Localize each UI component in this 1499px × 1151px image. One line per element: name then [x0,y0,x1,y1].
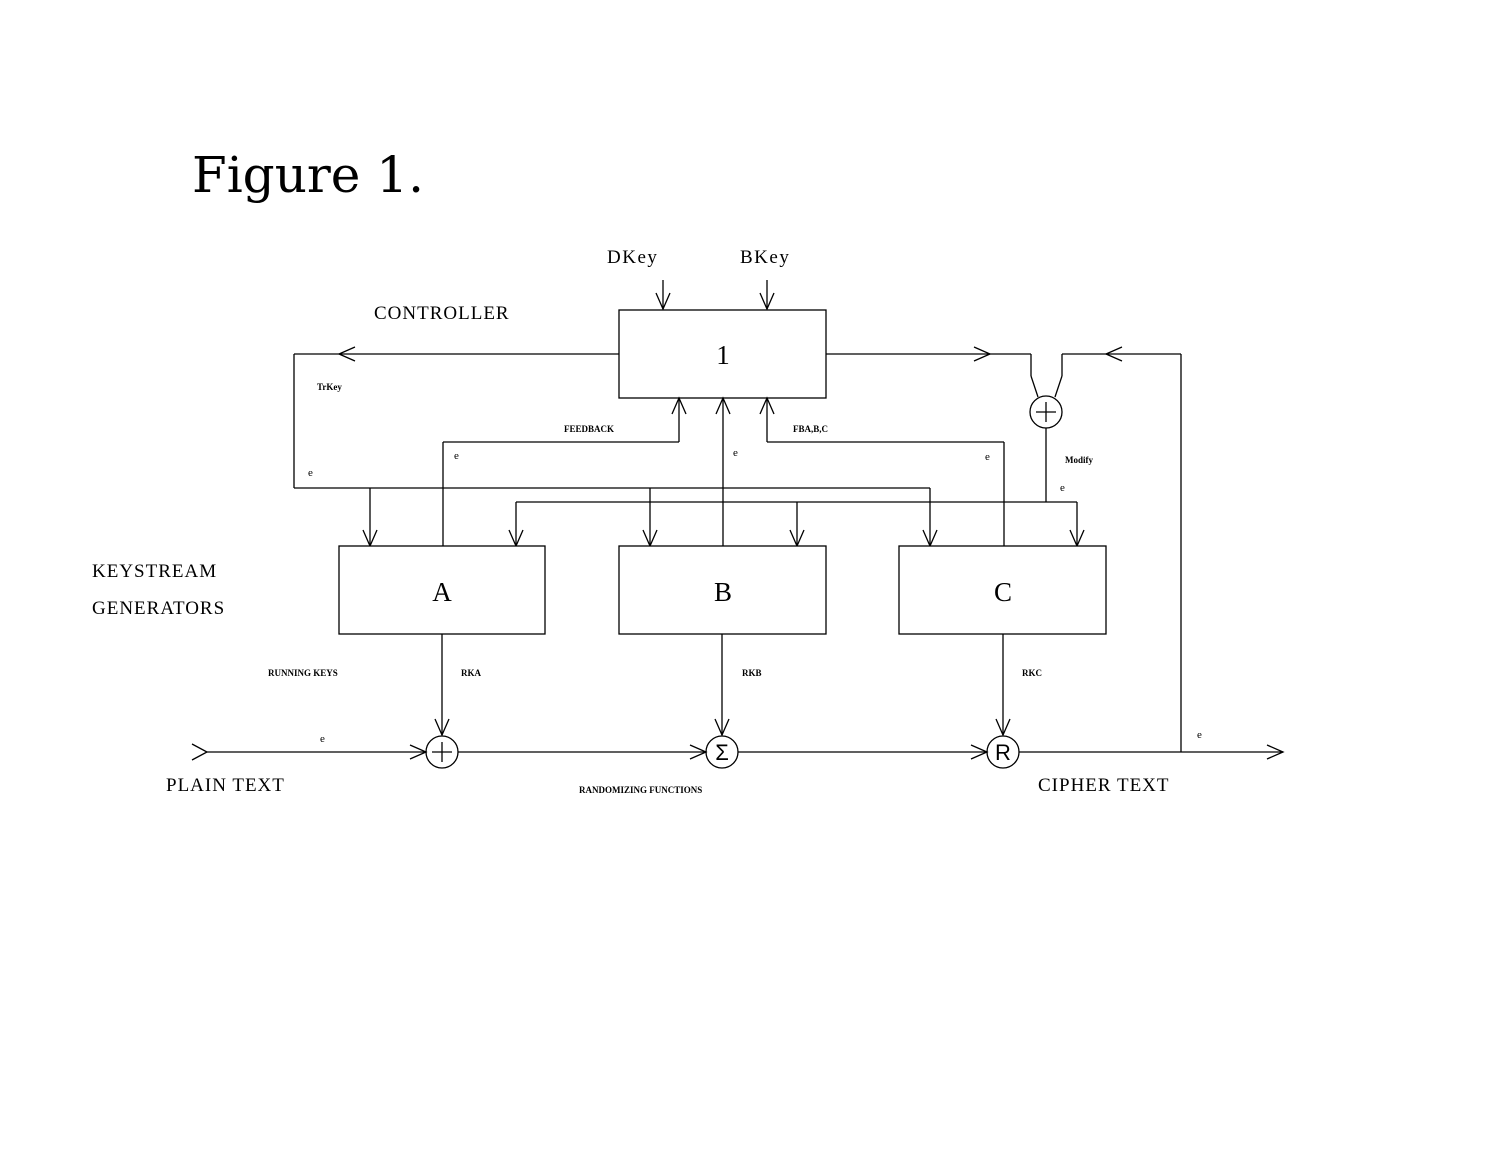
rka-label: RKA [461,668,482,678]
modify-adder [1029,395,1063,429]
rka-line [434,634,450,737]
sigma-operator: Σ [705,735,739,769]
e-marker-feedback-a: e [454,450,459,462]
modify-bus [508,428,1085,548]
feedback-b-line [715,396,731,546]
e-marker-feedback-c: e [985,451,990,463]
generator-c-box [898,545,1107,635]
e-marker-plaintext: e [320,733,325,745]
e-marker-trkey: e [308,467,313,479]
fba-bc-label: FBA,B,C [793,424,828,434]
rkb-label: RKB [742,668,762,678]
randomizing-functions-label: RANDOMIZING FUNCTIONS [579,785,702,795]
controller-box-label: 1 [716,340,730,370]
dkey-arrow [655,280,671,311]
e-marker-modify: e [1060,482,1065,494]
modify-label: Modify [1065,455,1093,465]
trkey-label: TrKey [317,382,342,392]
generator-a-label: A [432,577,452,607]
r-operator: R [986,735,1020,769]
ciphertext-line [1019,744,1285,760]
generator-b-box [618,545,827,635]
e-marker-ciphertext: e [1197,729,1202,741]
trkey-line [293,346,938,548]
generators-label: GENERATORS [92,598,225,619]
e-marker-feedback-b: e [733,447,738,459]
sigma-to-r-line [738,744,989,760]
bkey-arrow [759,280,775,311]
feedback-label: FEEDBACK [564,424,614,434]
rkc-label: RKC [1022,668,1042,678]
generator-a-box [338,545,546,635]
controller-output-line [826,346,1039,398]
generator-b-label: B [714,577,732,607]
dkey-label: DKey [607,247,658,268]
generator-c-label: C [994,577,1012,607]
rkc-line [995,634,1011,737]
running-keys-label: RUNNING KEYS [268,668,338,678]
plain-text-label: PLAIN TEXT [166,775,285,796]
figure-title: Figure 1. [192,146,424,204]
plus-to-sigma-line [458,744,708,760]
rkb-line [714,634,730,737]
plaintext-line [191,743,428,761]
keystream-label: KEYSTREAM [92,561,217,582]
r-symbol: R [995,740,1011,765]
plus-operator [425,735,459,769]
controller-label: CONTROLLER [374,303,510,324]
feedback-a-line [442,396,687,546]
cipher-text-label: CIPHER TEXT [1038,775,1170,796]
bkey-label: BKey [740,247,790,268]
cipher-feedback-line [1054,346,1182,752]
sigma-symbol: Σ [715,740,729,765]
feedback-c-line [759,396,1005,546]
